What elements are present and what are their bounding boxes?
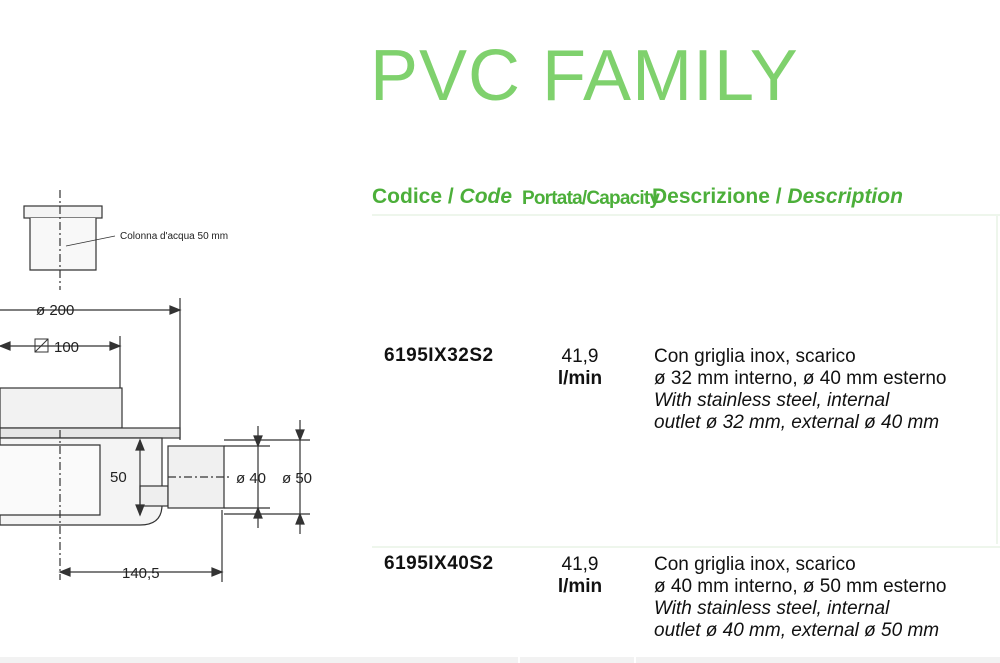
header-description: Descrizione / Description [652, 185, 903, 208]
row-1-description: Con griglia inox, scarico ø 32 mm intern… [654, 346, 947, 433]
row-2-description: Con griglia inox, scarico ø 40 mm intern… [654, 554, 947, 641]
row-2-capacity: 41,9 l/min [557, 554, 603, 597]
dim-50-height-label: 50 [110, 469, 127, 486]
technical-drawing: Colonna d'acqua 50 mm ø 200 100 50 ø 40 … [0, 190, 312, 582]
dim-40-label: ø 40 [236, 470, 266, 487]
page-title: PVC FAMILY [370, 36, 799, 116]
dim-200-label: ø 200 [36, 302, 74, 319]
bottom-separator [634, 657, 636, 663]
right-edge-rule [996, 214, 998, 544]
header-capacity: Portata/Capacity [522, 188, 660, 209]
dim-100-label: 100 [54, 339, 79, 356]
dim-50-outlet-label: ø 50 [282, 470, 312, 487]
header-code: Codice / Code [372, 185, 513, 208]
dim-140-label: 140,5 [122, 565, 160, 582]
bottom-separator [518, 657, 520, 663]
bottom-bar [0, 657, 1000, 663]
water-column-label: Colonna d'acqua 50 mm [120, 231, 228, 242]
row-1-code: 6195IX32S2 [384, 345, 494, 366]
row-2-code: 6195IX40S2 [384, 553, 494, 574]
row-divider [372, 546, 1000, 548]
row-1-capacity: 41,9 l/min [557, 346, 603, 389]
header-rule [372, 214, 1000, 216]
